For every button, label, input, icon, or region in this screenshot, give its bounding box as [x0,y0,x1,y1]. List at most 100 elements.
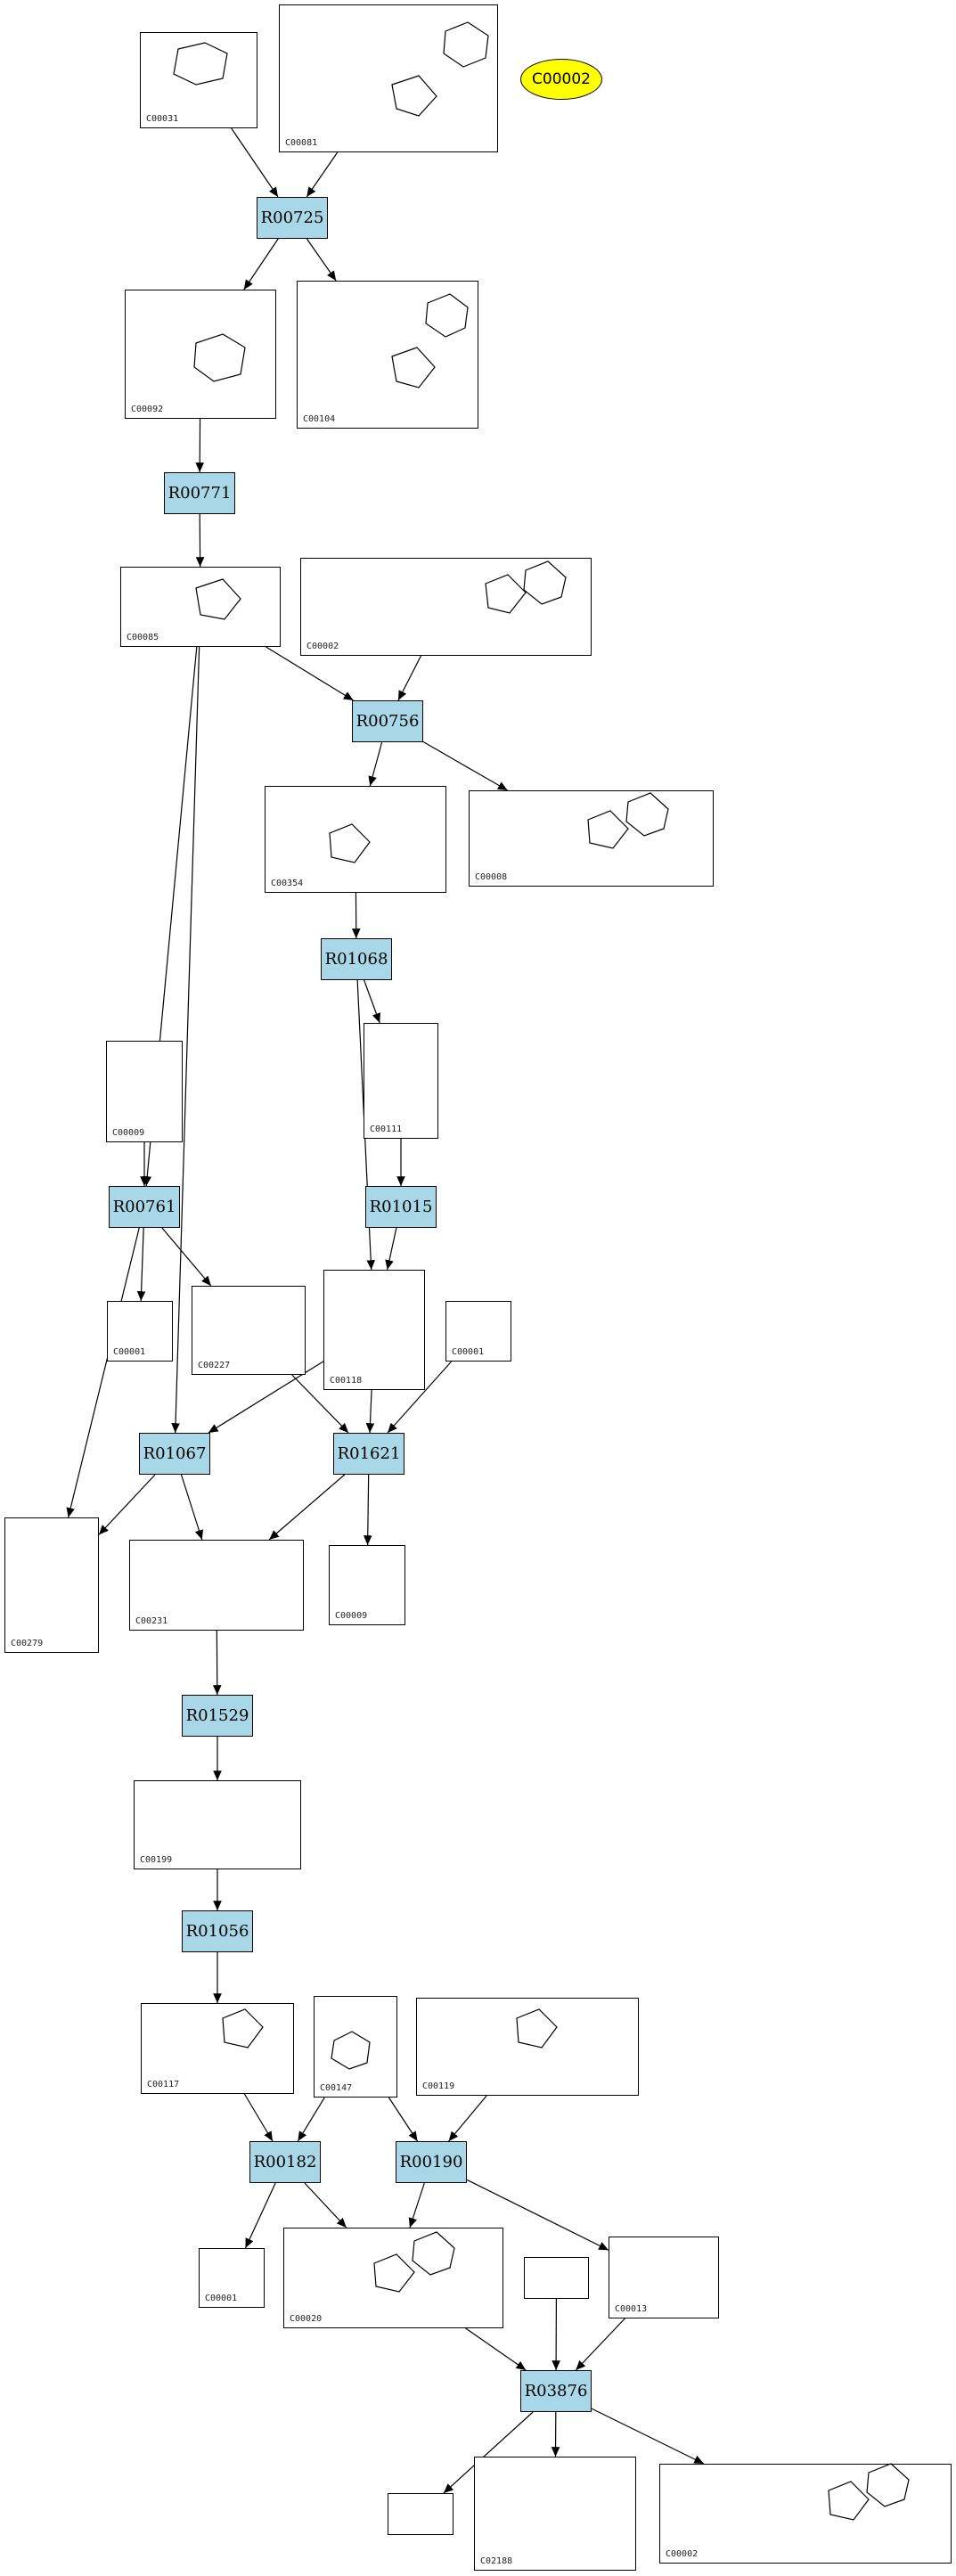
edge-arrow [243,238,279,290]
compound-node[interactable]: C00002 [659,2464,952,2564]
reaction-node[interactable]: R01621 [333,1433,404,1475]
compound-id: C00001 [113,1347,146,1357]
edge-arrow [306,151,339,198]
compound-id: C00020 [290,2314,323,2324]
purine-ring [523,560,567,605]
compound-node[interactable]: C00199 [134,1780,301,1869]
ribose-ring [391,75,437,117]
edge-arrow [98,1474,156,1535]
compound-id: C00119 [422,2081,455,2091]
furanose-ring [329,823,371,863]
compound-id: C00118 [330,1376,363,1386]
compound-node[interactable]: C00009 [329,1545,405,1625]
reaction-node[interactable]: R01529 [182,1695,253,1737]
compound-node[interactable]: C00118 [323,1270,425,1390]
compound-node[interactable]: C00354 [265,786,446,893]
edge-arrow [443,2411,534,2494]
compound-id: C00104 [303,414,336,424]
edge-arrow [575,2318,625,2371]
compound-node[interactable]: C00092 [125,290,276,419]
compound-node[interactable]: C00231 [129,1540,304,1631]
compound-node[interactable]: C00001 [445,1301,511,1362]
compound-node[interactable]: C00227 [192,1286,306,1375]
compound-node[interactable]: C00008 [469,790,714,887]
compound-node[interactable]: C00020 [283,2228,503,2328]
reaction-node[interactable]: R01067 [139,1433,210,1475]
compound-id: C00008 [475,872,508,882]
compound-id: C00279 [11,1639,44,1648]
reaction-node[interactable]: R00761 [109,1186,180,1228]
reaction-node[interactable]: R00756 [352,700,423,742]
compound-id: C02188 [480,2556,513,2566]
compound-id: C00227 [198,1361,231,1370]
compound-node[interactable]: C02188 [474,2457,636,2571]
edge-arrow [244,2182,276,2249]
edge-arrow [268,1474,346,1541]
edge-arrow [291,1374,349,1434]
edge-arrow [387,1361,453,1434]
edge-arrow [448,2095,487,2142]
edge-arrow [385,1227,397,1271]
compound-node[interactable]: C00111 [364,1023,438,1139]
edge-arrow [161,1227,212,1287]
compound-id: C00009 [112,1128,145,1138]
ribose-ring [373,2253,415,2293]
compound-id: C00117 [147,2080,180,2089]
ribose-ring [516,2008,558,2049]
edge-arrow [266,646,354,701]
compound-id: C00147 [320,2083,353,2093]
reaction-node[interactable]: R01068 [321,938,392,980]
reaction-node[interactable]: R00725 [257,197,328,239]
edge-arrow [408,2182,425,2228]
edge-arrow [66,1227,140,1518]
compound-node[interactable] [524,2257,589,2299]
compound-node[interactable]: C00279 [4,1517,99,1653]
compound-id: C00111 [370,1124,403,1134]
compound-node[interactable]: C00001 [199,2248,265,2308]
edge-arrow [388,2097,419,2142]
compound-node[interactable]: C00085 [120,567,281,647]
compound-id: C00231 [135,1616,168,1626]
compound-node[interactable]: C00002 [300,558,592,656]
reaction-node[interactable]: R01015 [365,1186,437,1228]
compound-node[interactable]: C00117 [141,2003,294,2094]
reaction-node[interactable]: R00190 [396,2141,467,2183]
reaction-node[interactable]: R00182 [249,2141,321,2183]
compound-node[interactable]: C00001 [107,1301,173,1362]
edge-arrow [466,2179,609,2251]
pyranose-ring [193,333,246,382]
purine-ring [412,2231,455,2276]
compound-node[interactable]: C00031 [140,32,257,128]
compound-node[interactable]: C00081 [279,4,498,152]
ribose-ring [391,347,436,388]
reaction-node[interactable]: R00771 [164,472,235,514]
compound-node[interactable]: C00147 [314,1996,397,2098]
edge-arrow [304,2182,347,2228]
legend-badge[interactable]: C00002 [520,59,602,100]
reaction-node[interactable]: R03876 [520,2370,592,2412]
purine-ring [425,293,469,338]
edge-arrow [465,2327,527,2371]
edge-arrow [397,655,421,701]
reaction-node[interactable]: R01056 [182,1910,253,1952]
edge-arrow [297,2097,325,2142]
compound-id: C00002 [666,2549,699,2559]
edge-arrow [591,2408,705,2465]
furanose-ring [195,578,241,620]
compound-node[interactable]: C00009 [106,1041,183,1142]
edge-arrow [363,1474,372,1546]
ribose-ring [587,810,629,849]
edge-arrow [306,238,337,282]
compound-id: C00081 [285,138,318,148]
compound-id: C00001 [205,2294,238,2303]
compound-node[interactable] [388,2493,453,2535]
compound-node[interactable]: C00013 [609,2237,719,2318]
compound-id: C00085 [127,633,159,642]
edge-arrow [171,646,200,1434]
edge-arrow [365,1389,375,1434]
compound-id: C00092 [131,405,164,414]
compound-node[interactable]: C00104 [297,281,478,429]
compound-id: C00002 [306,642,339,651]
